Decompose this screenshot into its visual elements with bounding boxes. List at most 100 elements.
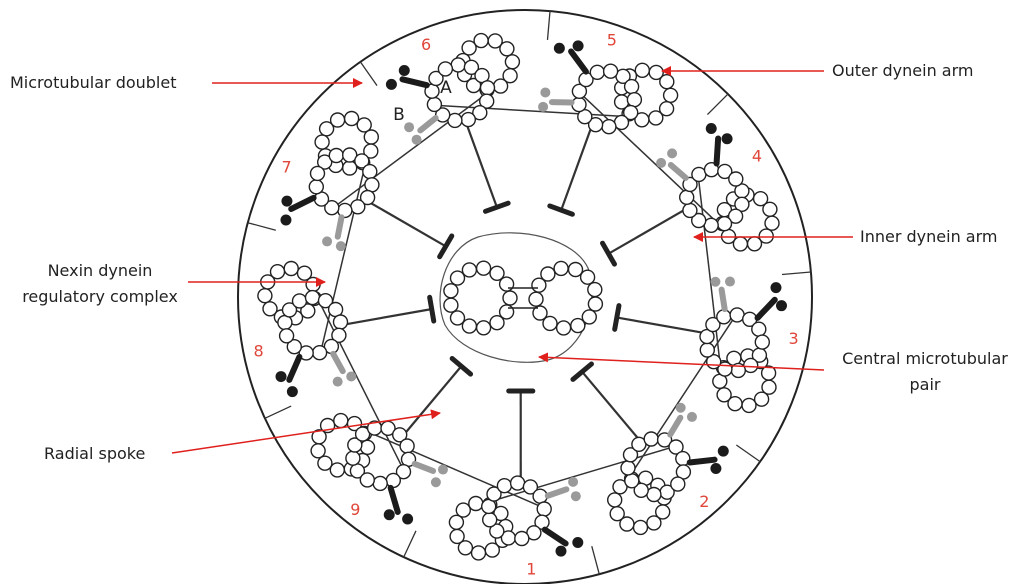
spoke-head <box>573 364 592 379</box>
outer-arm-head <box>573 40 584 51</box>
protofilament <box>469 497 483 511</box>
protofilament <box>649 111 663 125</box>
label-central-line2: pair <box>910 375 941 394</box>
central-tubule-right <box>529 261 602 335</box>
spoke-head <box>603 243 615 264</box>
microtubular-doublet-6 <box>425 34 519 128</box>
protofilament <box>608 493 622 507</box>
protofilament <box>481 81 495 95</box>
protofilament <box>755 335 769 349</box>
protofilament <box>572 98 586 112</box>
protofilament <box>373 476 387 490</box>
inner-arm-head <box>710 277 720 287</box>
membrane-link <box>360 62 377 86</box>
protofilament <box>625 80 639 94</box>
protofilament <box>644 432 658 446</box>
protofilament <box>331 113 345 127</box>
protofilament <box>660 75 674 89</box>
protofilament <box>329 149 343 163</box>
inner-dynein-arm-1 <box>548 489 567 495</box>
protofilament <box>692 167 706 181</box>
protofilament <box>730 308 744 322</box>
protofilament <box>346 451 360 465</box>
inner-dynein-arm-7 <box>338 217 342 236</box>
protofilament <box>438 62 452 76</box>
a-tubule <box>621 432 690 502</box>
protofilament <box>635 63 649 77</box>
microtubular-doublet-8 <box>258 262 348 360</box>
protofilament <box>318 456 332 470</box>
microtubular-doublets <box>258 34 779 560</box>
protofilament <box>485 543 499 557</box>
protofilament <box>386 473 400 487</box>
callout-arrows <box>172 71 853 453</box>
protofilament <box>462 263 476 277</box>
inner-dynein-arm-2 <box>670 418 680 435</box>
protofilament <box>427 97 441 111</box>
inner-arm-head <box>346 371 356 381</box>
protofilament <box>529 292 543 306</box>
doublet-number-1: 1 <box>526 560 536 579</box>
outer-arm-head <box>384 509 395 520</box>
outer-arm-head <box>776 300 787 311</box>
inner-arm-head <box>725 277 735 287</box>
outer-dynein-arm-5 <box>571 51 586 71</box>
protofilament <box>360 473 374 487</box>
protofilament <box>742 398 756 412</box>
protofilament <box>451 271 465 285</box>
protofilament <box>364 130 378 144</box>
doublet-number-5: 5 <box>607 31 617 50</box>
protofilament <box>284 262 298 276</box>
protofilament <box>571 319 585 333</box>
protofilament <box>306 277 320 291</box>
protofilament <box>503 291 517 305</box>
protofilament <box>717 388 731 402</box>
doublet-number-4: 4 <box>752 147 762 166</box>
protofilament <box>311 444 325 458</box>
microtubular-doublet-1 <box>449 476 551 560</box>
b-tubule <box>311 414 374 477</box>
protofilament <box>765 216 779 230</box>
label-nexin-line2: regulatory complex <box>22 287 178 306</box>
inner-dynein-arm-3 <box>722 290 725 309</box>
b-tubule <box>713 349 776 413</box>
protofilament <box>588 297 602 311</box>
protofilament <box>361 440 375 454</box>
outer-dynein-arm-6 <box>402 79 426 85</box>
doublet-number-6: 6 <box>421 35 431 54</box>
outer-dynein-arm-2 <box>690 460 715 463</box>
protofilament <box>590 65 604 79</box>
label-nexin-line1: Nexin dynein <box>48 261 153 280</box>
outer-dynein-arm-1 <box>545 530 566 544</box>
protofilament <box>280 329 294 343</box>
protofilament <box>634 520 648 534</box>
protofilament <box>683 203 697 217</box>
outer-arm-head <box>718 446 729 457</box>
central-tubule-left <box>444 261 517 335</box>
a-tubule <box>680 163 749 233</box>
radial-spoke-5 <box>562 123 593 209</box>
inner-arm-head <box>667 148 677 158</box>
a-tubule <box>346 421 416 490</box>
protofilament <box>477 321 491 335</box>
protofilament <box>755 392 769 406</box>
a-tubule <box>278 291 348 360</box>
radial-spoke-4 <box>609 208 688 254</box>
membrane-link <box>547 11 550 40</box>
protofilament <box>334 414 348 428</box>
outer-arm-head <box>710 463 721 474</box>
protofilament <box>330 463 344 477</box>
protofilament <box>400 439 414 453</box>
inner-dynein-arm-8 <box>333 354 343 371</box>
inner-arm-head <box>438 465 448 475</box>
protofilament <box>604 64 618 78</box>
protofilament <box>450 529 464 543</box>
protofilament <box>462 319 476 333</box>
doublet-number-7: 7 <box>282 158 292 177</box>
protofilament <box>581 270 595 284</box>
protofilament <box>461 113 475 127</box>
protofilament <box>621 461 635 475</box>
membrane-link <box>707 94 728 115</box>
protofilament <box>293 294 307 308</box>
inner-arm-head <box>676 403 686 413</box>
